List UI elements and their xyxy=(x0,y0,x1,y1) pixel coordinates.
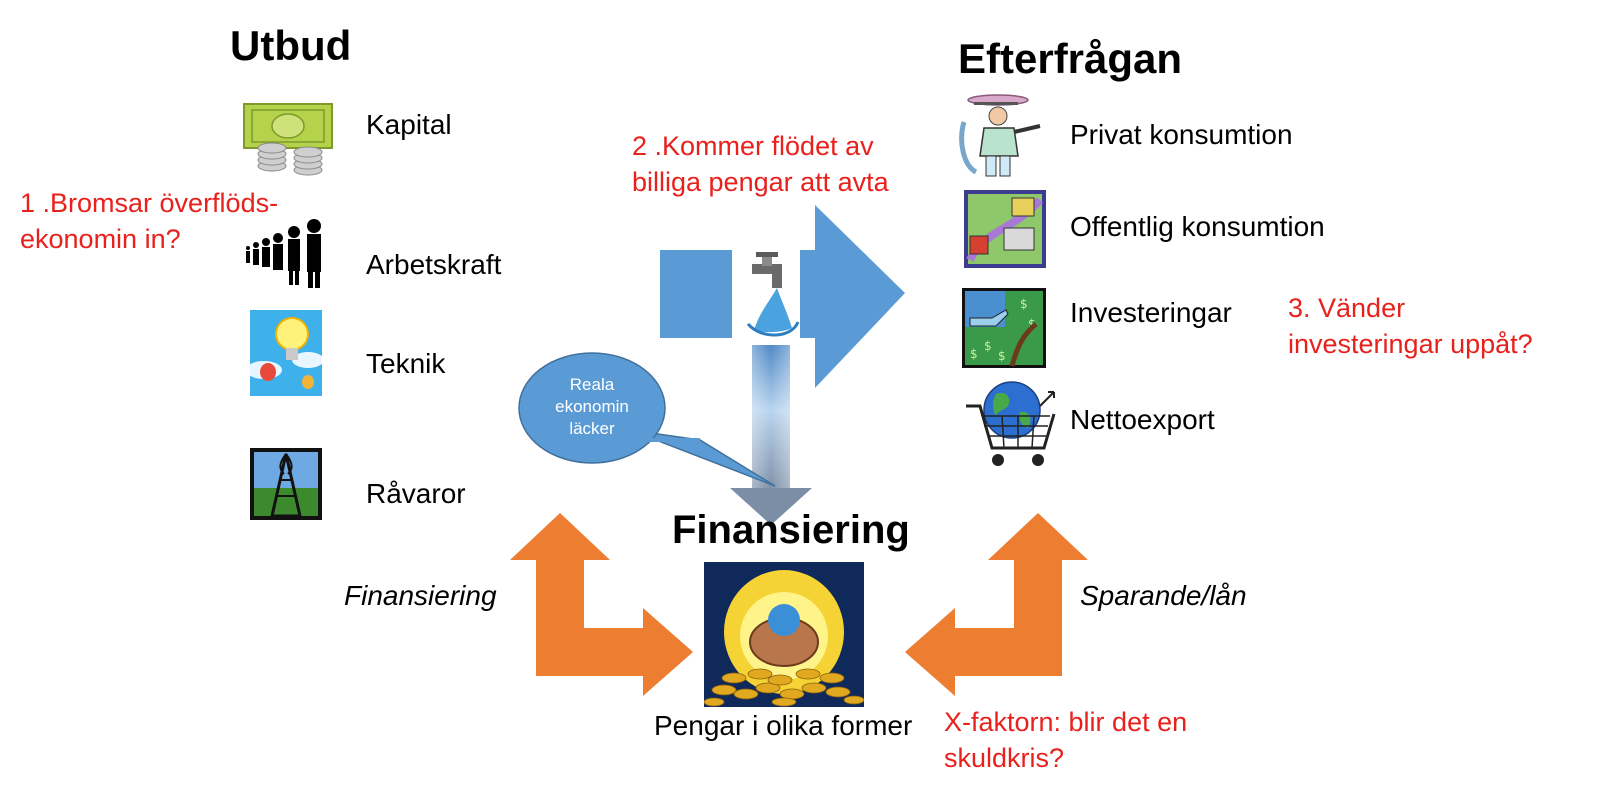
supply-item-arbetskraft: Arbetskraft xyxy=(366,249,501,281)
money-icon xyxy=(242,100,336,178)
question-x-line-2: skuldkris? xyxy=(944,740,1187,776)
question-x-factor: X-faktorn: blir det en skuldkris? xyxy=(944,704,1187,776)
svg-text:$: $ xyxy=(998,349,1006,363)
waiter-icon xyxy=(958,92,1048,178)
lightbulb-balloon-icon xyxy=(250,310,322,396)
demand-title: Efterfrågan xyxy=(958,35,1182,83)
supply-item-ravaror: Råvaror xyxy=(366,478,466,510)
demand-item-privat-konsumtion: Privat konsumtion xyxy=(1070,119,1293,151)
financing-caption: Pengar i olika former xyxy=(654,710,912,742)
supply-item-teknik: Teknik xyxy=(366,348,445,380)
water-tap-icon xyxy=(732,250,800,340)
svg-text:$: $ xyxy=(1020,297,1028,311)
question-1-line-2: ekonomin in? xyxy=(20,221,278,257)
left-arrow-label: Finansiering xyxy=(344,580,497,612)
piggy-bank-gold-icon xyxy=(704,562,864,707)
question-3-line-1: 3. Vänder xyxy=(1288,290,1533,326)
question-3-line-2: investeringar uppåt? xyxy=(1288,326,1533,362)
svg-text:$: $ xyxy=(970,347,978,361)
callout-line-3: läcker xyxy=(532,418,652,440)
question-2: 2 .Kommer flödet av billiga pengar att a… xyxy=(632,128,889,200)
city-map-icon xyxy=(964,190,1046,268)
question-2-line-2: billiga pengar att avta xyxy=(632,164,889,200)
supply-item-kapital: Kapital xyxy=(366,109,452,141)
question-1: 1 .Bromsar överflöds- ekonomin in? xyxy=(20,185,278,257)
watering-money-icon: $$$ $$ xyxy=(962,288,1046,368)
financing-title: Finansiering xyxy=(672,508,910,553)
question-x-line-1: X-faktorn: blir det en xyxy=(944,704,1187,740)
left-orange-arrow xyxy=(536,560,693,696)
supply-title: Utbud xyxy=(230,22,351,70)
question-3: 3. Vänder investeringar uppåt? xyxy=(1288,290,1533,362)
svg-text:$: $ xyxy=(984,339,992,353)
demand-item-offentlig-konsumtion: Offentlig konsumtion xyxy=(1070,211,1325,243)
oil-derrick-icon xyxy=(250,448,322,520)
globe-cart-icon xyxy=(962,376,1058,472)
callout-line-1: Reala xyxy=(532,374,652,396)
right-orange-arrow xyxy=(905,560,1062,696)
flow-down-arrow xyxy=(730,345,812,525)
callout-line-2: ekonomin xyxy=(532,396,652,418)
right-arrow-label: Sparande/lån xyxy=(1080,580,1247,612)
callout-text: Reala ekonomin läcker xyxy=(532,374,652,440)
demand-item-nettoexport: Nettoexport xyxy=(1070,404,1215,436)
demand-item-investeringar: Investeringar xyxy=(1070,297,1232,329)
question-2-line-1: 2 .Kommer flödet av xyxy=(632,128,889,164)
question-1-line-1: 1 .Bromsar överflöds- xyxy=(20,185,278,221)
